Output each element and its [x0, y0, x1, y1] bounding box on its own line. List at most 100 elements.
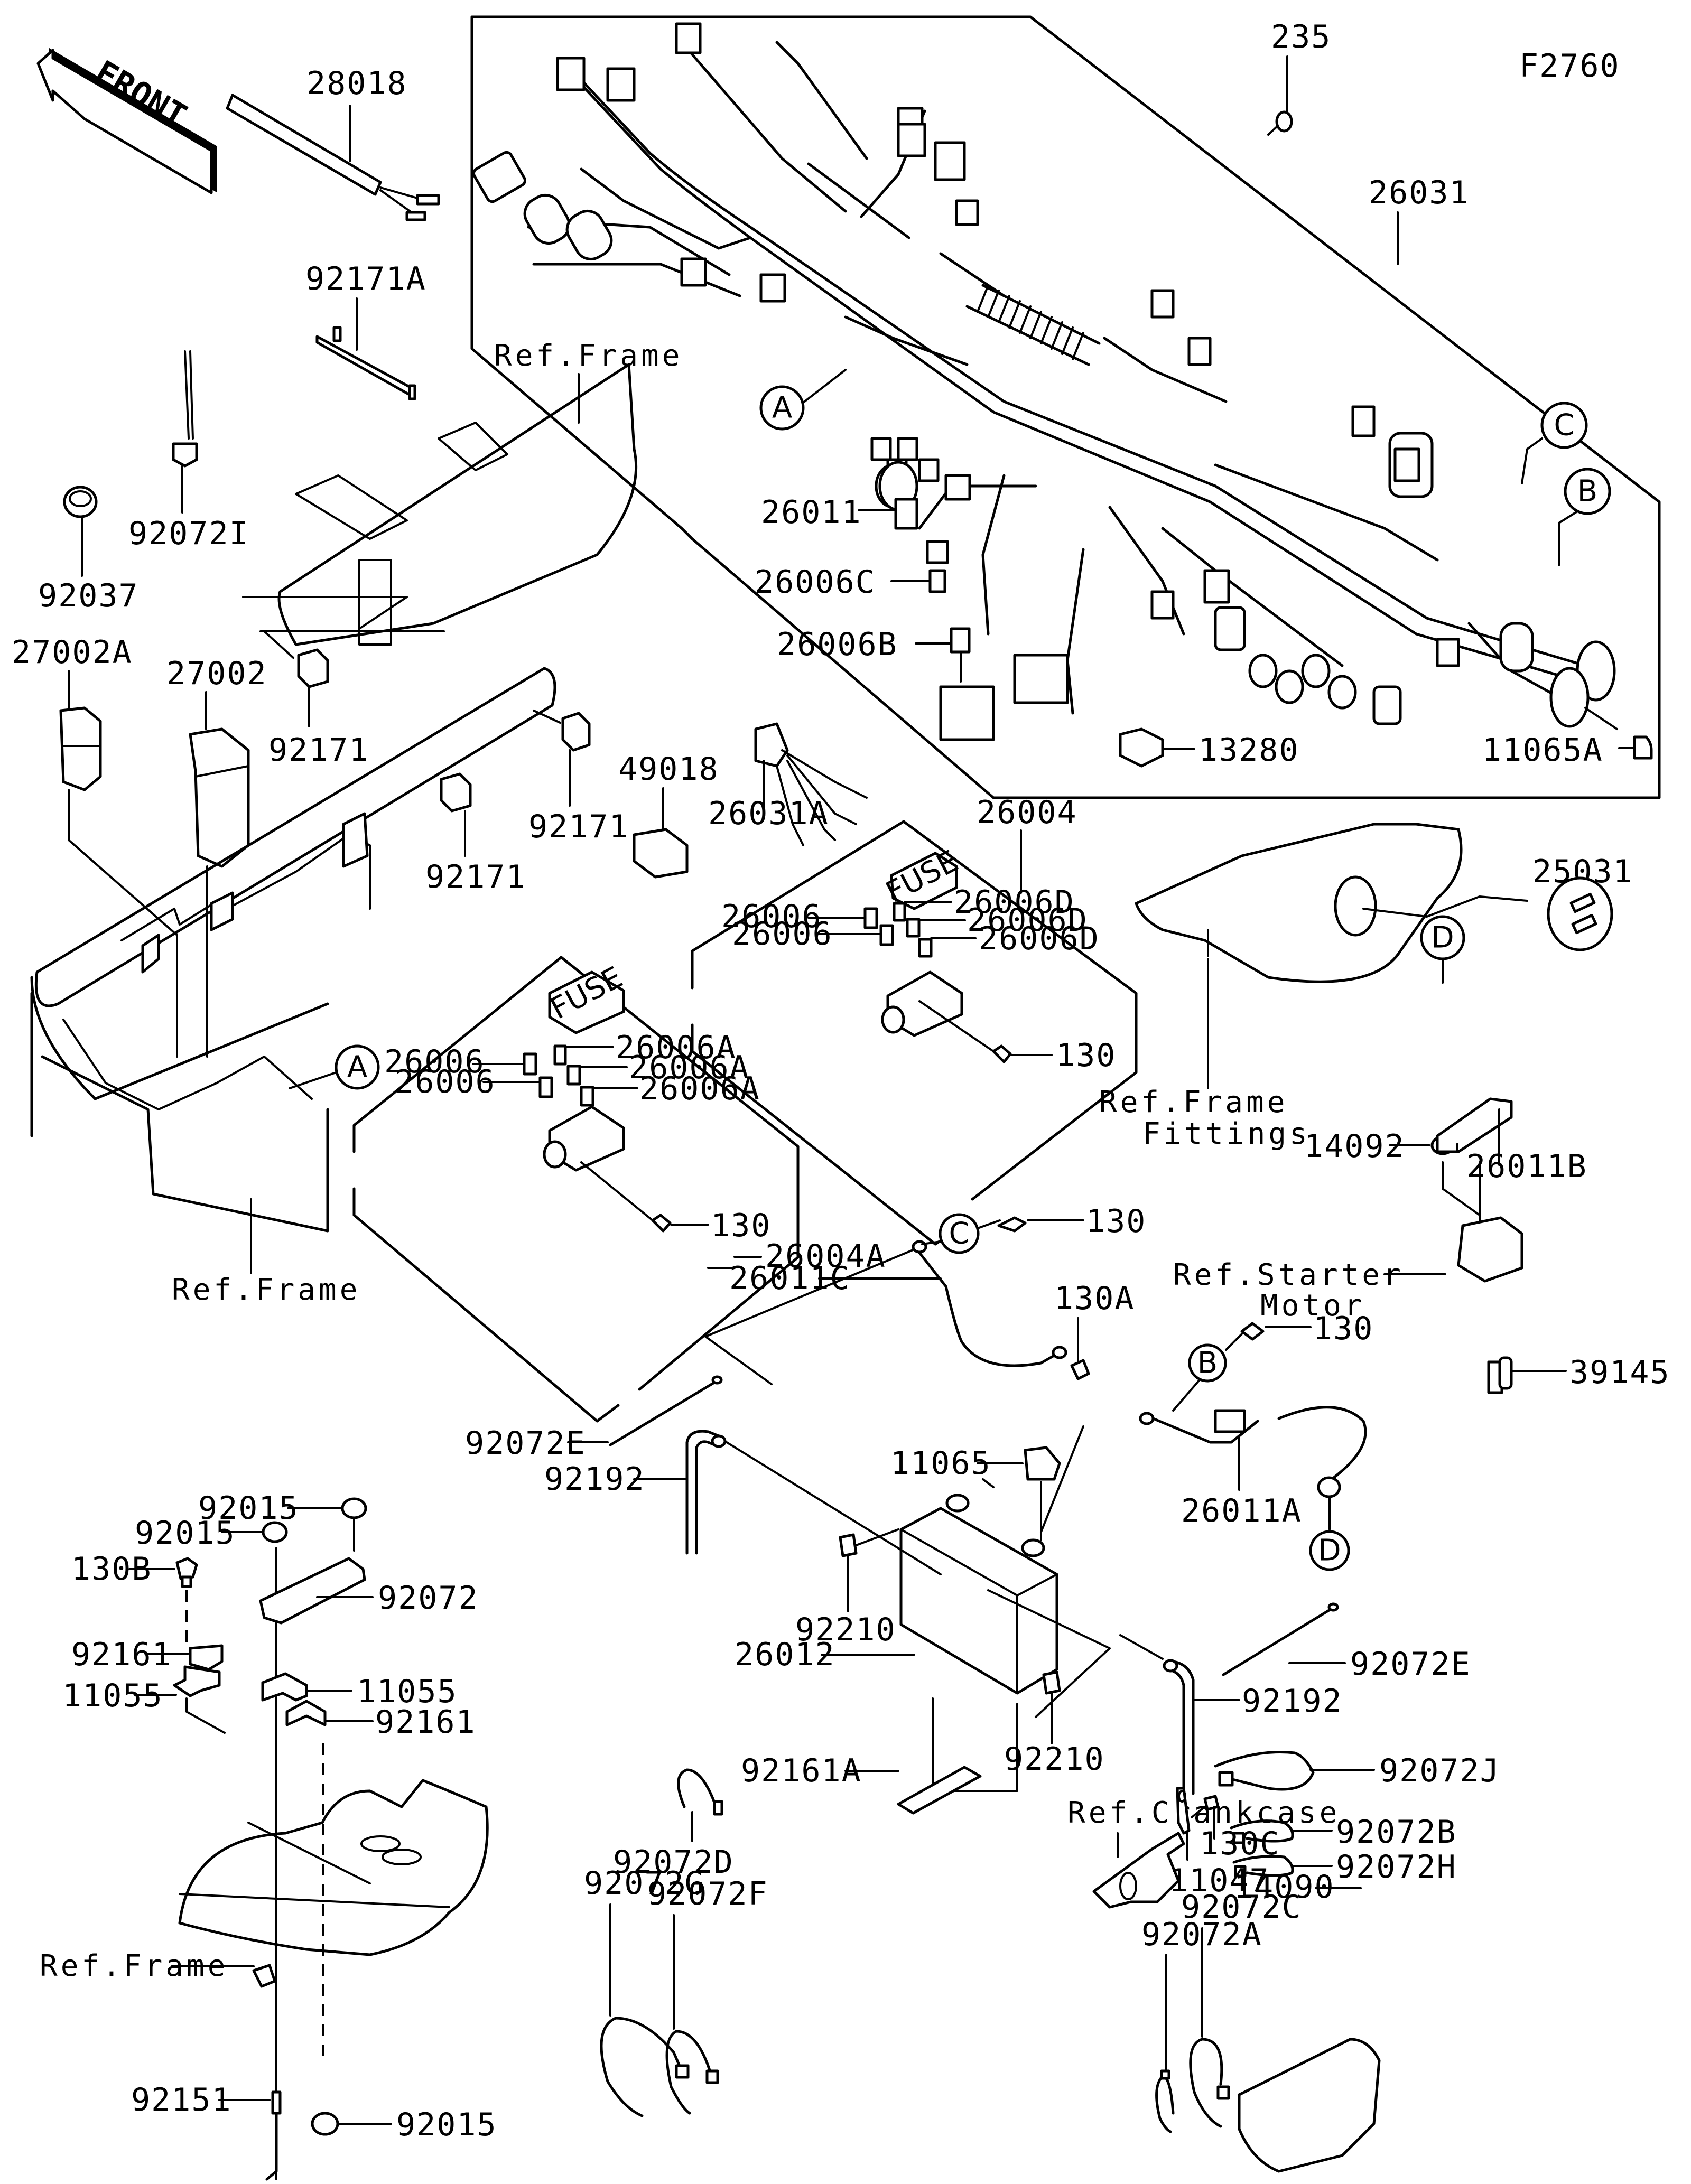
part-92161A[interactable]: 92161A — [741, 1752, 982, 1815]
part-49018[interactable]: 49018 — [618, 751, 719, 879]
part-92161-left[interactable]: 92161 — [71, 1636, 224, 1673]
terminal-cap-11065[interactable]: 11065 — [890, 1445, 1061, 1541]
part-13280[interactable]: 13280 — [1119, 727, 1299, 769]
part-92072E-right[interactable]: 92072E — [1222, 1602, 1471, 1683]
part-92171A[interactable]: 92171A — [305, 260, 426, 400]
part-26006B[interactable]: 26006B — [777, 626, 995, 741]
svg-text:26006A: 26006A — [616, 1029, 737, 1066]
front-direction-arrow: FRONT — [36, 48, 217, 194]
fuse-26006-box1a[interactable]: 26006 — [721, 898, 878, 935]
svg-text:92072H: 92072H — [1336, 1849, 1457, 1886]
fuse-26006-box1b[interactable]: 26006 — [732, 916, 894, 953]
cable-tie-92072J[interactable]: 92072J — [1214, 1750, 1500, 1791]
part-92072I[interactable]: 92072I — [128, 350, 249, 552]
svg-text:130: 130 — [1086, 1203, 1146, 1240]
svg-text:92072I: 92072I — [128, 515, 249, 552]
ref-frame-left-bottom: Ref.Frame — [30, 992, 357, 1307]
fuse-26006D-3[interactable]: 26006D — [918, 920, 1100, 958]
ref-frame-bottom-plate: Ref.Frame — [40, 1743, 489, 2060]
breather-tube-92192-left[interactable]: 92192 — [544, 1430, 942, 1575]
part-39145[interactable]: 39145 — [1487, 1354, 1670, 1394]
fuse-26006D-2[interactable]: 26006D — [906, 902, 1088, 939]
part-11065A[interactable]: 11065A — [1482, 707, 1653, 769]
cable-tie-92072F[interactable]: 92072F — [647, 1875, 768, 2115]
part-26031[interactable]: 26031 — [1369, 174, 1470, 265]
part-235[interactable]: 235 — [1267, 18, 1331, 136]
part-92171-mid[interactable]: 92171 — [425, 772, 526, 895]
bolt-130A[interactable]: 130A — [1054, 1280, 1135, 1380]
cable-tie-92072A[interactable]: 92072A — [1141, 1916, 1262, 2133]
callout-D-battery: D — [1309, 1497, 1350, 1571]
part-130B[interactable]: 130B — [71, 1551, 198, 1643]
fuse-box-26004A-panel[interactable]: FUSE 26004A — [352, 956, 886, 1423]
part-92072E-left[interactable]: 92072E — [465, 1375, 723, 1462]
breather-tube-92192-right[interactable]: 92192 — [1119, 1634, 1343, 1795]
part-92171-right[interactable]: 92171 — [528, 710, 629, 845]
part-26011[interactable]: 26011 — [761, 494, 918, 531]
part-28018[interactable]: 28018 — [226, 65, 440, 221]
callout-A-top: A — [759, 369, 847, 431]
part-92210-right[interactable]: 92210 — [1004, 1670, 1105, 1778]
part-92015-top-right[interactable]: 92015 — [198, 1490, 367, 1552]
bolt-130-c[interactable]: 130 — [997, 1203, 1146, 1240]
svg-text:92072E: 92072E — [1350, 1646, 1471, 1683]
corrugated-sheath — [965, 284, 1101, 366]
svg-text:Ref.Crankcase: Ref.Crankcase — [1067, 1796, 1340, 1830]
svg-text:92015: 92015 — [396, 2106, 497, 2143]
bolt-130-b[interactable]: 130 — [1225, 1310, 1373, 1351]
fuse-26006D-1[interactable]: 26006D — [893, 884, 1075, 922]
svg-text:92072: 92072 — [378, 1580, 479, 1617]
cable-tie-92072G[interactable]: 92072G — [584, 1865, 705, 2117]
part-26006C[interactable]: 26006C — [755, 540, 949, 601]
fuse-box-26004-panel[interactable]: 26004 FUSE — [691, 794, 1138, 1246]
part-26031A[interactable]: 26031A — [708, 722, 868, 846]
fuse-26006A-1[interactable]: 26006A — [553, 1029, 737, 1066]
part-92015-bottom[interactable]: 92015 — [311, 2106, 497, 2143]
bolt-130-box2[interactable]: 130 — [580, 1161, 771, 1244]
part-92161-right[interactable]: 92161 — [285, 1700, 476, 1741]
battery-26012[interactable]: 26012 — [735, 1425, 1111, 1792]
svg-text:26031A: 26031A — [708, 795, 829, 832]
svg-text:92072A: 92072A — [1141, 1916, 1262, 1953]
part-92210-left[interactable]: 92210 — [795, 1528, 899, 1648]
bolt-130C[interactable]: 130C — [1191, 1795, 1280, 1862]
part-27002A[interactable]: 27002A — [12, 634, 178, 1058]
part-92072-plate[interactable]: 92072 — [259, 1557, 479, 1625]
svg-text:92072C: 92072C — [1181, 1889, 1302, 1926]
svg-text:92072E: 92072E — [465, 1425, 586, 1462]
part-11055-left[interactable]: 11055 — [62, 1665, 226, 1734]
part-25031[interactable]: 25031 — [1532, 853, 1633, 951]
callout-D-right: D — [1420, 915, 1465, 984]
part-11055-right[interactable]: 11055 — [261, 1672, 458, 1710]
fuse-26006A-2[interactable]: 26006A — [566, 1049, 750, 1086]
bolt-130-box1[interactable]: 130 — [918, 1000, 1116, 1074]
part-92015-top-left[interactable]: 92015 — [135, 1515, 288, 2180]
part-92151[interactable]: 92151 — [131, 2082, 282, 2181]
svg-text:92072J: 92072J — [1379, 1752, 1500, 1789]
svg-text:92161: 92161 — [71, 1636, 172, 1673]
part-92037[interactable]: 92037 — [38, 486, 139, 614]
cable-tie-92072H[interactable]: 92072H — [1232, 1849, 1457, 1886]
fuse-26006-box2a[interactable]: 26006 — [384, 1043, 537, 1080]
part-92171-top[interactable]: 92171 — [259, 630, 445, 769]
part-27002[interactable]: 27002 — [166, 655, 267, 1058]
cable-tie-92072B[interactable]: 92072B — [1230, 1814, 1457, 1851]
fuse-26006A-3[interactable]: 26006A — [580, 1070, 760, 1107]
fuse-26006-box2b[interactable]: 26006 — [395, 1063, 553, 1100]
cable-tie-92072C[interactable]: 92072C — [1181, 1889, 1302, 2128]
cable-tie-92072D[interactable]: 92072D — [613, 1768, 734, 1881]
svg-text:11055: 11055 — [357, 1673, 458, 1710]
battery-cable-26011C[interactable]: 26011C — [704, 1240, 1067, 1385]
svg-text:130A: 130A — [1054, 1280, 1135, 1317]
ref-crankcase: Ref.Crankcase — [1067, 1796, 1340, 1909]
part-26011B[interactable]: 26011B — [1436, 1097, 1587, 1221]
svg-text:Ref.Starter: Ref.Starter — [1173, 1258, 1404, 1292]
boot-14090[interactable]: 14090 — [1234, 1869, 1381, 2173]
bracket-11047[interactable]: 11047 — [1169, 1787, 1270, 1899]
svg-text:A: A — [347, 1050, 367, 1085]
cable-26011A[interactable]: 26011A — [1139, 1406, 1367, 1529]
svg-text:92072B: 92072B — [1336, 1814, 1457, 1851]
svg-text:92072F: 92072F — [647, 1875, 768, 1912]
svg-text:26006D: 26006D — [967, 902, 1088, 939]
